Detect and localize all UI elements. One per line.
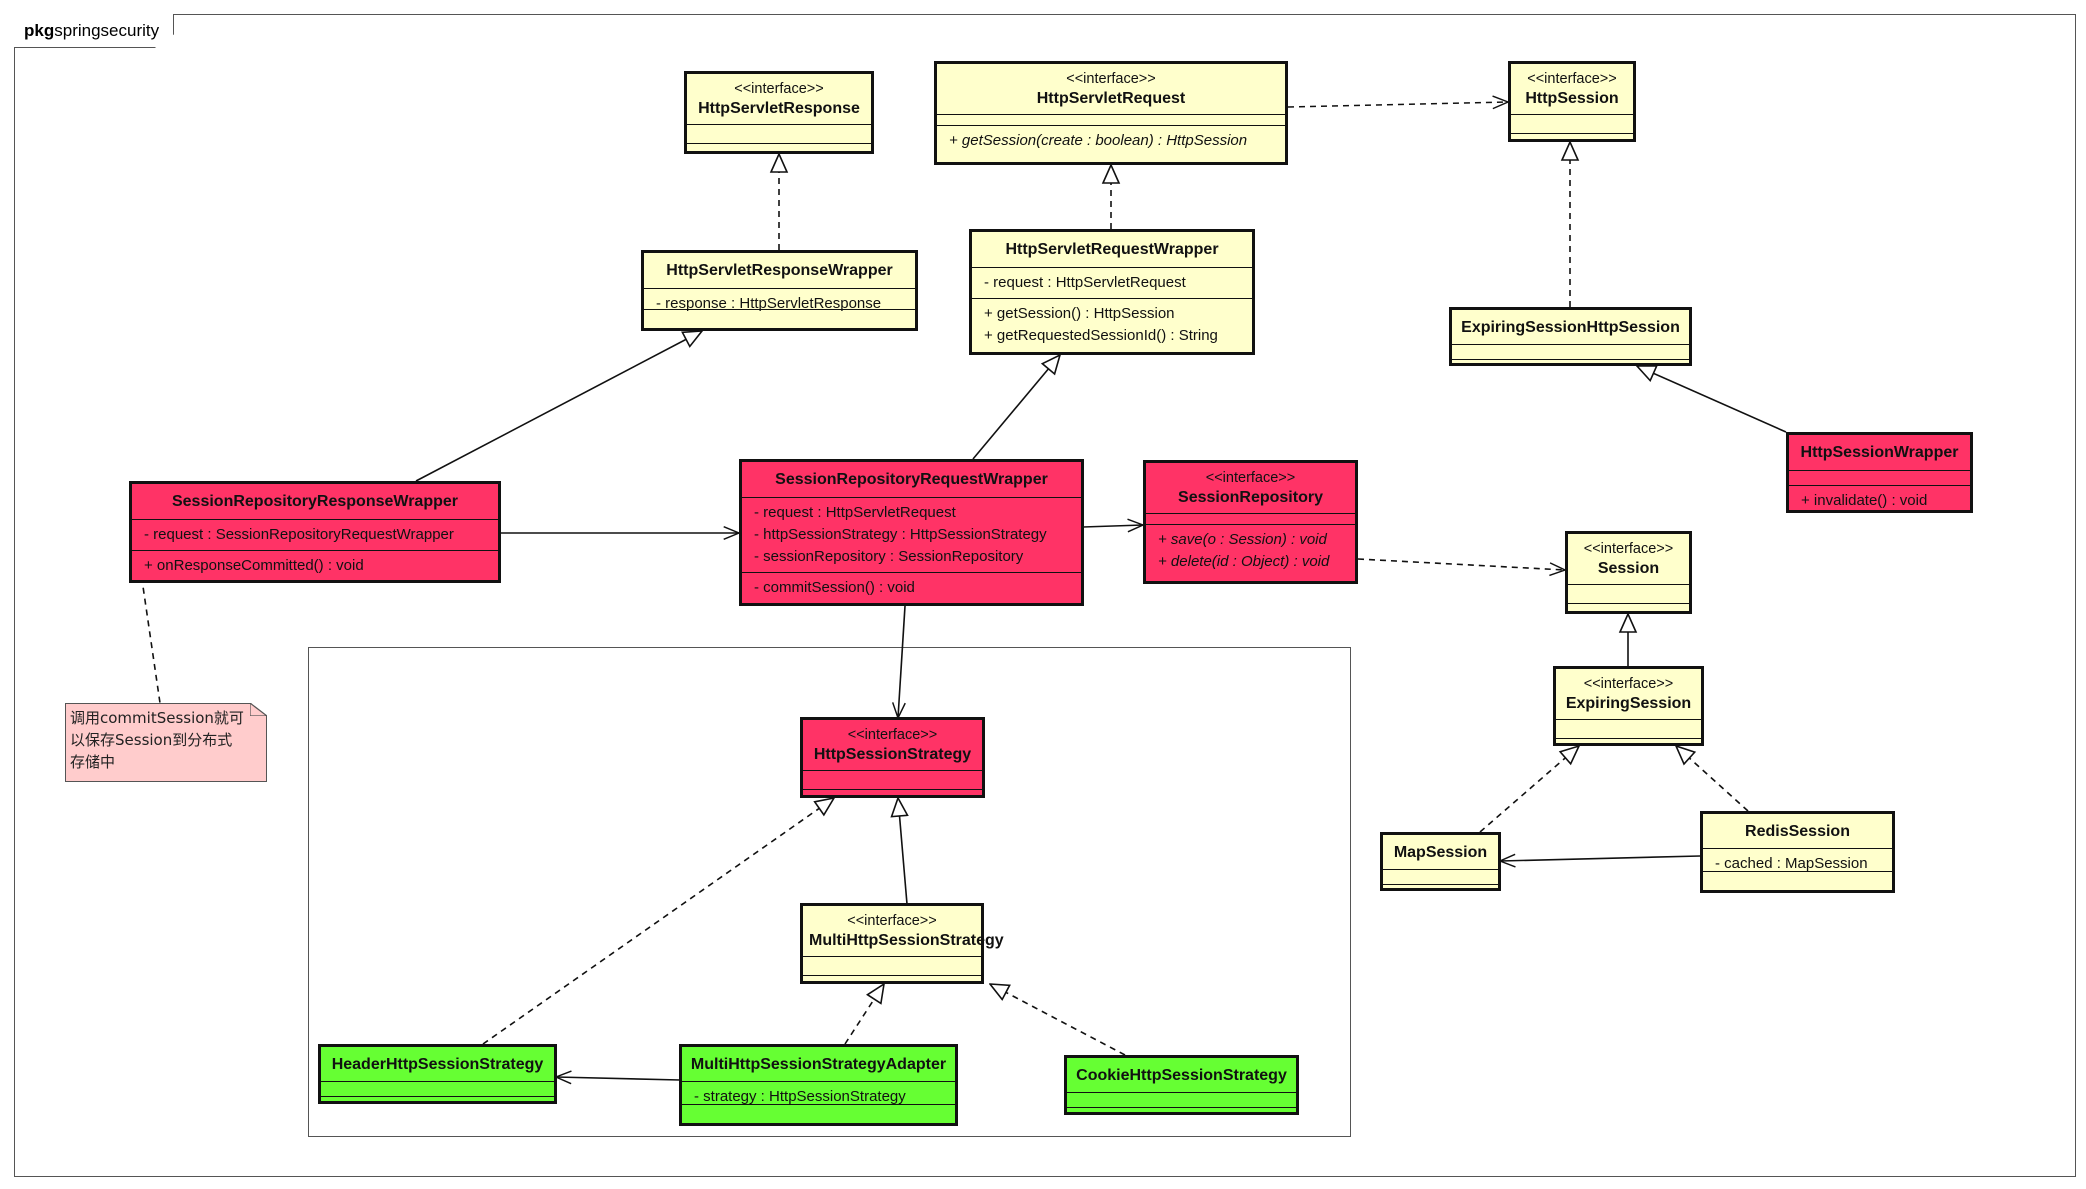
class-name: RedisSession (1745, 823, 1850, 840)
realize-mapsession-to-expiringsession (1479, 746, 1579, 833)
package-name: springsecurity (54, 21, 160, 40)
stereotype-label: <<interface>> (1066, 71, 1156, 87)
operation: + delete(id : Object) : void (1158, 553, 1330, 570)
class-httpsessionstrategy[interactable]: <<interface>> HttpSessionStrategy (800, 717, 985, 798)
class-name: Session (1597, 560, 1660, 577)
class-name: SessionRepository (1178, 489, 1323, 506)
operation: + invalidate() : void (1801, 492, 1928, 509)
attribute: - request : HttpServletRequest (984, 274, 1186, 291)
class-httpsessionwrapper[interactable]: HttpSessionWrapper + invalidate() : void (1786, 432, 1973, 513)
class-name: ExpiringSessionHttpSession (1461, 319, 1680, 336)
strategy-group-frame (308, 647, 1351, 1137)
assoc-request-to-strategy (898, 605, 905, 718)
attribute: - request : HttpServletRequest (754, 504, 956, 521)
operation: + save(o : Session) : void (1158, 531, 1327, 548)
extend-multistrategy-to-strategy (898, 798, 907, 905)
realize-redissession-to-expiringsession (1676, 746, 1749, 812)
class-mapsession[interactable]: MapSession (1380, 832, 1501, 891)
class-expiringsessionhttpsession[interactable]: ExpiringSessionHttpSession (1449, 307, 1692, 366)
class-sessionrepository[interactable]: <<interface>> SessionRepository + save(o … (1143, 460, 1358, 584)
stereotype-label: <<interface>> (847, 913, 937, 929)
class-name: HttpServletResponseWrapper (666, 262, 893, 279)
class-httpservletrequestwrapper[interactable]: HttpServletRequestWrapper - request : Ht… (969, 229, 1255, 355)
attribute: - strategy : HttpSessionStrategy (694, 1088, 906, 1105)
class-name: MapSession (1393, 844, 1488, 861)
operation: + getSession() : HttpSession (984, 305, 1175, 322)
class-httpservletresponsewrapper[interactable]: HttpServletResponseWrapper - response : … (641, 250, 918, 331)
class-name: MultiHttpSessionStrategyAdapter (690, 1056, 947, 1073)
realize-cookie-to-multistrategy (990, 984, 1126, 1056)
extend-responsewrapper-to-servletwrapper (415, 331, 702, 482)
operation: + onResponseCommitted() : void (144, 557, 364, 574)
operation: + getSession(create : boolean) : HttpSes… (949, 132, 1248, 149)
class-name: HttpSessionWrapper (1800, 444, 1959, 461)
class-name: CookieHttpSessionStrategy (1076, 1067, 1287, 1084)
stereotype-label: <<interface>> (1205, 470, 1296, 486)
note-line: 存储中 (70, 753, 116, 771)
class-multihttpsessionstrategyadapter[interactable]: MultiHttpSessionStrategyAdapter - strate… (679, 1044, 958, 1126)
operation: - commitSession() : void (754, 579, 915, 596)
extend-httpsessionwrapper-to-expiring (1637, 366, 1787, 433)
class-multihttpsessionstrategy[interactable]: <<interface>> MultiHttpSessionStrategy (800, 903, 1004, 984)
stereotype-label: <<interface>> (1527, 71, 1617, 87)
class-httpservletrequest[interactable]: <<interface>> HttpServletRequest + getSes… (934, 61, 1288, 165)
class-name: HttpServletResponse (698, 100, 860, 117)
stereotype-label: <<interface>> (1583, 541, 1674, 557)
attribute: - httpSessionStrategy : HttpSessionStrat… (754, 526, 1047, 543)
class-name: HttpSession (1525, 90, 1619, 107)
class-redissession[interactable]: RedisSession - cached : MapSession (1700, 811, 1895, 893)
package-keyword: pkg (24, 21, 55, 40)
class-name: MultiHttpSessionStrategy (809, 932, 1004, 949)
attribute: - request : SessionRepositoryRequestWrap… (144, 526, 454, 543)
assoc-adapter-to-header (556, 1077, 681, 1080)
assoc-redis-to-mapsession (1500, 856, 1701, 861)
note-commit-session[interactable]: 调用commitSession就可 以保存Session到分布式 存储中 (65, 703, 267, 782)
class-sessionrepositoryrequestwrapper[interactable]: SessionRepositoryRequestWrapper - reques… (739, 459, 1084, 606)
realize-sessionrepository-to-session (1357, 558, 1565, 570)
stereotype-label: <<interface>> (847, 727, 938, 743)
note-fold-corner (250, 703, 267, 716)
class-name: HttpSessionStrategy (813, 746, 972, 763)
class-name: SessionRepositoryRequestWrapper (775, 471, 1048, 488)
class-session[interactable]: <<interface>> Session (1565, 531, 1692, 614)
class-name: ExpiringSession (1565, 695, 1692, 712)
class-httpservletresponse[interactable]: <<interface>> HttpServletResponse (684, 71, 874, 154)
class-name: HttpServletRequestWrapper (1005, 241, 1219, 258)
realize-header-to-httpsessionstrategy (482, 798, 834, 1045)
note-line: 以保存Session到分布式 (70, 731, 233, 749)
class-expiringsession[interactable]: <<interface>> ExpiringSession (1553, 666, 1704, 746)
attribute: - sessionRepository : SessionRepository (754, 548, 1024, 565)
class-name: HeaderHttpSessionStrategy (331, 1056, 544, 1073)
class-headerhttpsessionstrategy[interactable]: HeaderHttpSessionStrategy (318, 1044, 557, 1104)
class-cookiehttpsessionstrategy[interactable]: CookieHttpSessionStrategy (1064, 1055, 1299, 1115)
stereotype-label: <<interface>> (1583, 676, 1674, 692)
note-line: 调用commitSession就可 (70, 709, 244, 727)
attribute: - response : HttpServletResponse (656, 295, 882, 312)
stereotype-label: <<interface>> (734, 81, 824, 97)
class-name: HttpServletRequest (1036, 90, 1186, 107)
extend-requestwrapper-to-servletwrapper (972, 355, 1060, 460)
depend-request-to-httpsession (1287, 102, 1508, 107)
operation: + getRequestedSessionId() : String (984, 327, 1218, 344)
realize-adapter-to-multistrategy (844, 984, 884, 1045)
class-httpsession[interactable]: <<interface>> HttpSession (1508, 61, 1636, 142)
class-name: SessionRepositoryResponseWrapper (171, 493, 458, 510)
class-sessionrepositoryresponsewrapper[interactable]: SessionRepositoryResponseWrapper - reque… (129, 481, 501, 583)
assoc-request-to-repository (1082, 525, 1143, 527)
note-anchor-line (139, 565, 161, 704)
package-frame (14, 14, 2076, 1177)
attribute: - cached : MapSession (1715, 855, 1868, 872)
package-tab: pkgspringsecurity (14, 14, 174, 48)
